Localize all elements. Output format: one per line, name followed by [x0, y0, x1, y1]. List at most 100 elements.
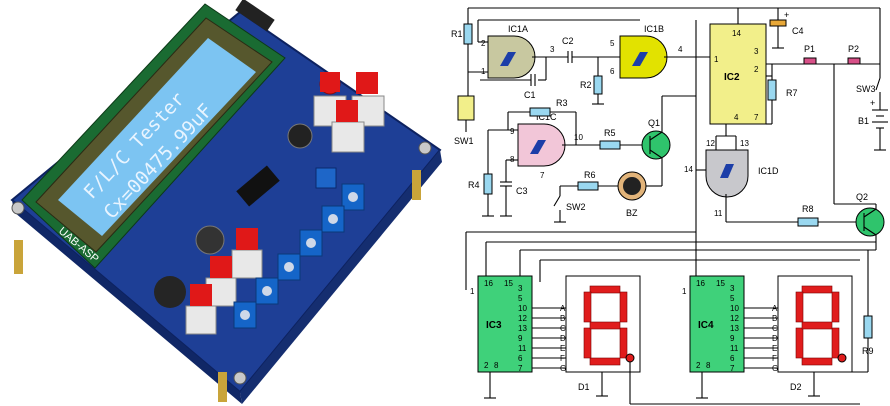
lcd-connector — [235, 0, 275, 32]
pin: 7 — [754, 113, 759, 122]
segment — [831, 327, 840, 359]
segment-label: A — [560, 304, 566, 313]
pin: 6 — [610, 67, 615, 76]
pin: 16 — [696, 279, 705, 288]
pin: 15 — [504, 279, 513, 288]
pin: 1 — [714, 55, 719, 64]
c2-label: C2 — [562, 36, 574, 46]
d2-label: D2 — [790, 382, 802, 392]
d1-label: D1 — [578, 382, 590, 392]
p2-label: P2 — [848, 44, 859, 54]
bz-label: BZ — [626, 208, 638, 218]
pin: 1 — [470, 287, 475, 296]
q2-label: Q2 — [856, 192, 868, 202]
segment-label: D — [772, 334, 778, 343]
segment-label: B — [560, 314, 565, 323]
d1-digit — [583, 285, 628, 366]
segment — [619, 327, 628, 359]
segment-label: G — [560, 364, 566, 373]
standoff — [218, 372, 227, 402]
segment — [801, 321, 833, 330]
board-photo: F/L/C Tester Cx=00475.99uF — [10, 0, 442, 404]
segment-label: B — [772, 314, 777, 323]
electrolytic-capacitor — [287, 123, 313, 149]
b1-label: B1 — [858, 116, 869, 126]
ic3-label: IC3 — [486, 320, 502, 331]
pin: 1 — [682, 287, 687, 296]
segment — [583, 327, 592, 359]
pin: 7 — [540, 171, 545, 180]
pin: 2 — [481, 39, 486, 48]
pin: 7 — [730, 364, 735, 373]
pin: 3 — [550, 45, 555, 54]
pin: 3 — [518, 284, 523, 293]
pin: 2 — [696, 361, 701, 370]
c1-label: C1 — [524, 90, 536, 100]
p1-label: P1 — [804, 44, 815, 54]
segment-label: A — [772, 304, 778, 313]
segment-label: C — [772, 324, 778, 333]
pin: 15 — [716, 279, 725, 288]
segment — [801, 357, 833, 366]
pin: 12 — [518, 314, 527, 323]
pin: 13 — [740, 139, 749, 148]
segment — [795, 291, 804, 323]
ic1d-label: IC1D — [758, 166, 779, 176]
segment-label: G — [772, 364, 778, 373]
segment-label: C — [560, 324, 566, 333]
pin: 11 — [518, 344, 527, 353]
segment-label: F — [560, 354, 565, 363]
q1-label: Q1 — [648, 118, 660, 128]
segment — [831, 291, 840, 323]
pin: 11 — [730, 344, 739, 353]
pin: 6 — [518, 354, 523, 363]
pin: 5 — [518, 294, 523, 303]
b1-plus: + — [870, 98, 875, 108]
ic2-label: IC2 — [724, 72, 740, 83]
ic1c-label: IC1C — [536, 112, 557, 122]
pin: 2 — [484, 361, 489, 370]
pin: 16 — [484, 279, 493, 288]
pin: 14 — [732, 29, 741, 38]
segment — [801, 285, 833, 294]
c3-label: C3 — [516, 186, 528, 196]
pcb-board-edge-left — [12, 200, 242, 404]
pin: 12 — [706, 139, 715, 148]
pin: 4 — [678, 45, 683, 54]
pushbutton-cluster-lower — [185, 228, 263, 335]
sw3-label: SW3 — [856, 84, 876, 94]
segment-label: E — [560, 344, 565, 353]
ic1a-label: IC1A — [508, 24, 528, 34]
segment — [589, 321, 621, 330]
r7-label: R7 — [786, 88, 798, 98]
pin: 8 — [494, 361, 499, 370]
electrolytic-capacitor — [195, 225, 225, 255]
pin: 9 — [510, 127, 515, 136]
schematic: R1 SW1 IC1A 2 1 3 C1 C2 — [451, 7, 888, 405]
ic4-label: IC4 — [698, 320, 714, 331]
segment — [589, 285, 621, 294]
pin: 5 — [730, 294, 735, 303]
ic1b-label: IC1B — [644, 24, 664, 34]
pin: 10 — [574, 133, 583, 142]
c4-plus: + — [784, 10, 789, 20]
pin: 10 — [518, 304, 527, 313]
pin: 3 — [730, 284, 735, 293]
ic-chip — [236, 165, 280, 207]
r6-label: R6 — [584, 170, 596, 180]
trimmer — [315, 167, 337, 189]
r3-label: R3 — [556, 98, 568, 108]
pin: 1 — [481, 67, 486, 76]
pin: 13 — [518, 324, 527, 333]
pin: 9 — [518, 334, 523, 343]
r1-label: R1 — [451, 29, 463, 39]
segment — [589, 357, 621, 366]
sw2-label: SW2 — [566, 202, 586, 212]
pin: 7 — [518, 364, 523, 373]
segment-label: E — [772, 344, 777, 353]
mounting-hole — [418, 141, 432, 155]
pin: 11 — [714, 209, 723, 218]
